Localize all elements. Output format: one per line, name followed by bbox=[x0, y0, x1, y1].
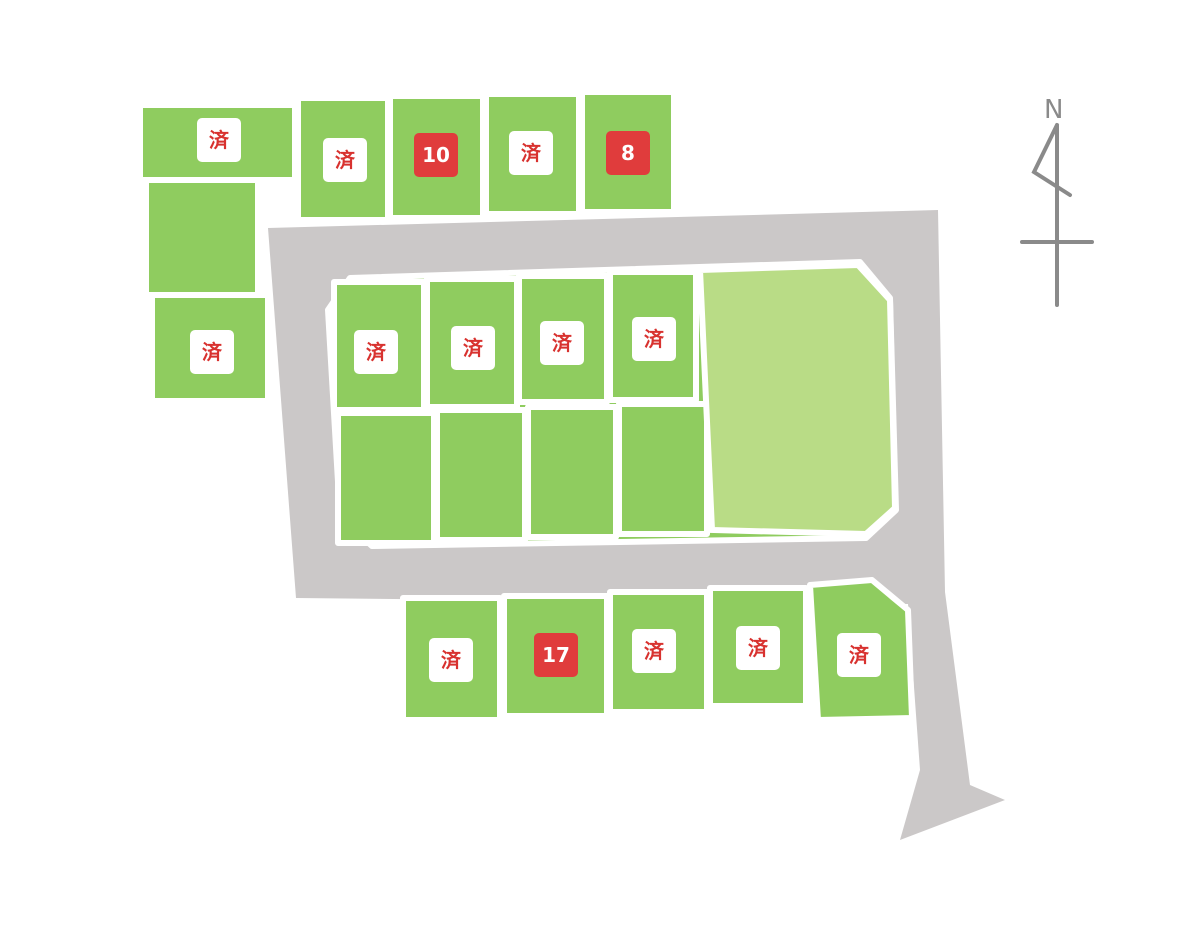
lot-row1-5-tag-label: 8 bbox=[621, 141, 635, 165]
lot-center-top-2-tag-bg bbox=[451, 326, 495, 370]
lot-west-2-tag: 済 bbox=[190, 330, 234, 374]
lot-center-bottom-3[interactable] bbox=[525, 404, 619, 540]
lot-row1-4-tag: 済 bbox=[509, 131, 553, 175]
lot-row1-5-tag: 8 bbox=[606, 131, 650, 175]
lot-center-top-3-tag-label: 済 bbox=[552, 331, 573, 355]
lot-center-top-4-tag-bg bbox=[632, 317, 676, 361]
lot-row1-1-tag: 済 bbox=[197, 118, 241, 162]
lot-row1-2-tag-bg bbox=[323, 138, 367, 182]
lot-center-top-4[interactable] bbox=[607, 269, 699, 403]
lot-center-bottom-1[interactable] bbox=[335, 410, 437, 546]
lot-west-1[interactable] bbox=[143, 177, 261, 298]
lot-row1-2-tag-label: 済 bbox=[335, 148, 356, 172]
lot-south-4[interactable] bbox=[707, 585, 809, 709]
lot-row1-5-tag-bg bbox=[606, 131, 650, 175]
lot-center-top-1-tag: 済 bbox=[354, 330, 398, 374]
lot-south-5-tag: 済 bbox=[837, 633, 881, 677]
lot-row1-4-tag-label: 済 bbox=[521, 141, 542, 165]
lot-row1-1-tag-bg bbox=[197, 118, 241, 162]
lot-center-top-1-tag-bg bbox=[354, 330, 398, 374]
lot-row1-3-tag-bg bbox=[414, 133, 458, 177]
lot-south-1-tag-bg bbox=[429, 638, 473, 682]
lot-center-bottom-2[interactable] bbox=[434, 407, 528, 543]
lot-south-3-tag-bg bbox=[632, 629, 676, 673]
lot-center-top-2-tag: 済 bbox=[451, 326, 495, 370]
lot-center-bottom-4[interactable] bbox=[616, 401, 710, 537]
lot-south-2-tag: 17 bbox=[534, 633, 578, 677]
lot-south-2-tag-label: 17 bbox=[542, 643, 570, 667]
lot-center-top-3-tag-bg bbox=[540, 321, 584, 365]
lot-row1-3-tag: 10 bbox=[414, 133, 458, 177]
compass: N bbox=[1020, 95, 1094, 307]
lot-center-top-3-tag: 済 bbox=[540, 321, 584, 365]
lot-south-5-tag-label: 済 bbox=[849, 643, 870, 667]
lot-south-2-tag-bg bbox=[534, 633, 578, 677]
lot-center-top-4-tag-label: 済 bbox=[644, 327, 665, 351]
lot-west-2-tag-bg bbox=[190, 330, 234, 374]
lot-south-1-tag: 済 bbox=[429, 638, 473, 682]
lot-park[interactable] bbox=[696, 261, 899, 538]
lot-row1-4-tag-bg bbox=[509, 131, 553, 175]
lot-row1-3-tag-label: 10 bbox=[422, 143, 450, 167]
lot-south-4-tag-label: 済 bbox=[748, 636, 769, 660]
lot-south-4-tag: 済 bbox=[736, 626, 780, 670]
lot-center-top-4-tag: 済 bbox=[632, 317, 676, 361]
compass-label: N bbox=[1044, 95, 1063, 125]
lot-center-top-2-tag-label: 済 bbox=[463, 336, 484, 360]
lot-row1-1-tag-label: 済 bbox=[209, 128, 230, 152]
lot-south-1-tag-label: 済 bbox=[441, 648, 462, 672]
compass-arrow-icon bbox=[1020, 123, 1094, 307]
lot-south-5-tag-bg bbox=[837, 633, 881, 677]
lot-south-3-tag: 済 bbox=[632, 629, 676, 673]
lot-center-top-1-tag-label: 済 bbox=[366, 340, 387, 364]
lot-west-2-tag-label: 済 bbox=[202, 340, 223, 364]
lot-south-3-tag-label: 済 bbox=[644, 639, 665, 663]
lot-south-4-tag-bg bbox=[736, 626, 780, 670]
lot-row1-2-tag: 済 bbox=[323, 138, 367, 182]
